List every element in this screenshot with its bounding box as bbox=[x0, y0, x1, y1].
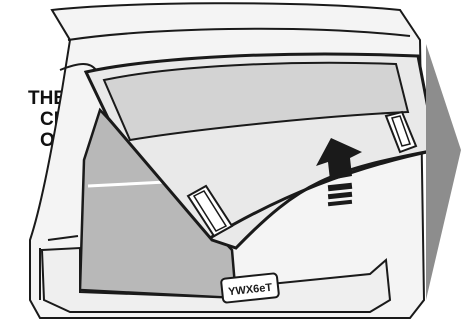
right-arrow-icon bbox=[426, 44, 461, 300]
license-plate: YWX6eT bbox=[221, 273, 279, 303]
